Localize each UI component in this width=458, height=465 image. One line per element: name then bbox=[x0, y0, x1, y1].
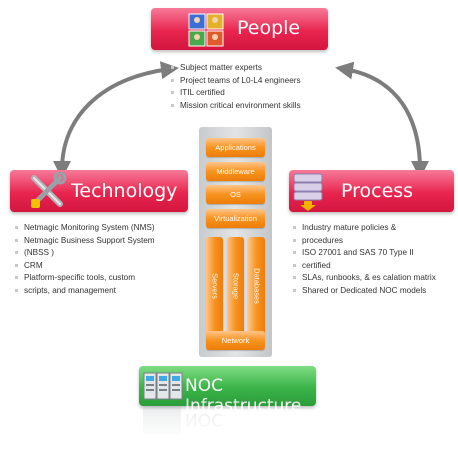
layer-servers: Servers bbox=[206, 237, 223, 335]
list-item: procedures bbox=[292, 235, 458, 248]
people-bullets: Subject matter experts Project teams of … bbox=[170, 62, 370, 112]
layer-virtualization: Virtualization bbox=[206, 209, 265, 228]
people-icon bbox=[188, 13, 224, 47]
list-item: Shared or Dedicated NOC models bbox=[292, 285, 458, 298]
arrow-people-technology bbox=[53, 61, 179, 179]
databases-label: Databases bbox=[252, 268, 261, 304]
layer-os: OS bbox=[206, 185, 265, 204]
list-item: certified bbox=[292, 260, 458, 273]
infrastructure-stack: Applications Middleware OS Virtualizatio… bbox=[199, 127, 272, 357]
list-item: SLAs, runbooks, & es calation matrix bbox=[292, 272, 458, 285]
layer-storage: Storage bbox=[227, 237, 244, 335]
server-racks-icon bbox=[143, 372, 183, 400]
layer-middleware: Middleware bbox=[206, 162, 265, 181]
people-banner: People bbox=[151, 8, 328, 50]
technology-title: Technology bbox=[71, 180, 178, 202]
list-item: Netmagic Monitoring System (NMS) bbox=[14, 222, 194, 235]
layer-databases: Databases bbox=[248, 237, 265, 335]
noc-reflection: NOC Infrastructure bbox=[139, 389, 316, 439]
list-item: CRM bbox=[14, 260, 194, 273]
process-bullets: Industry mature policies & procedures IS… bbox=[292, 222, 458, 298]
layer-network: Network bbox=[206, 331, 265, 350]
noc-banner: NOC Infrastructure bbox=[139, 366, 316, 416]
list-item: Mission critical environment skills bbox=[170, 100, 370, 113]
list-item: Industry mature policies & bbox=[292, 222, 458, 235]
list-item: Project teams of L0-L4 engineers bbox=[170, 75, 370, 88]
people-title: People bbox=[237, 17, 301, 39]
server-stack-icon bbox=[293, 173, 323, 211]
technology-banner: Technology bbox=[10, 170, 188, 212]
list-item: ISO 27001 and SAS 70 Type II bbox=[292, 247, 458, 260]
list-item: Netmagic Business Support System bbox=[14, 235, 194, 248]
list-item: scripts, and management bbox=[14, 285, 194, 298]
layer-applications: Applications bbox=[206, 138, 265, 157]
servers-label: Servers bbox=[210, 273, 219, 299]
tools-icon bbox=[31, 172, 67, 208]
process-banner: Process bbox=[289, 170, 454, 212]
storage-label: Storage bbox=[231, 272, 240, 300]
list-item: Platform-specific tools, custom bbox=[14, 272, 194, 285]
list-item: ITIL certified bbox=[170, 87, 370, 100]
technology-bullets: Netmagic Monitoring System (NMS) Netmagi… bbox=[14, 222, 194, 298]
process-title: Process bbox=[341, 180, 414, 202]
list-item: (NBSS ) bbox=[14, 247, 194, 260]
noc-title: NOC Infrastructure bbox=[185, 376, 302, 416]
arrow-people-process bbox=[335, 61, 429, 179]
list-item: Subject matter experts bbox=[170, 62, 370, 75]
